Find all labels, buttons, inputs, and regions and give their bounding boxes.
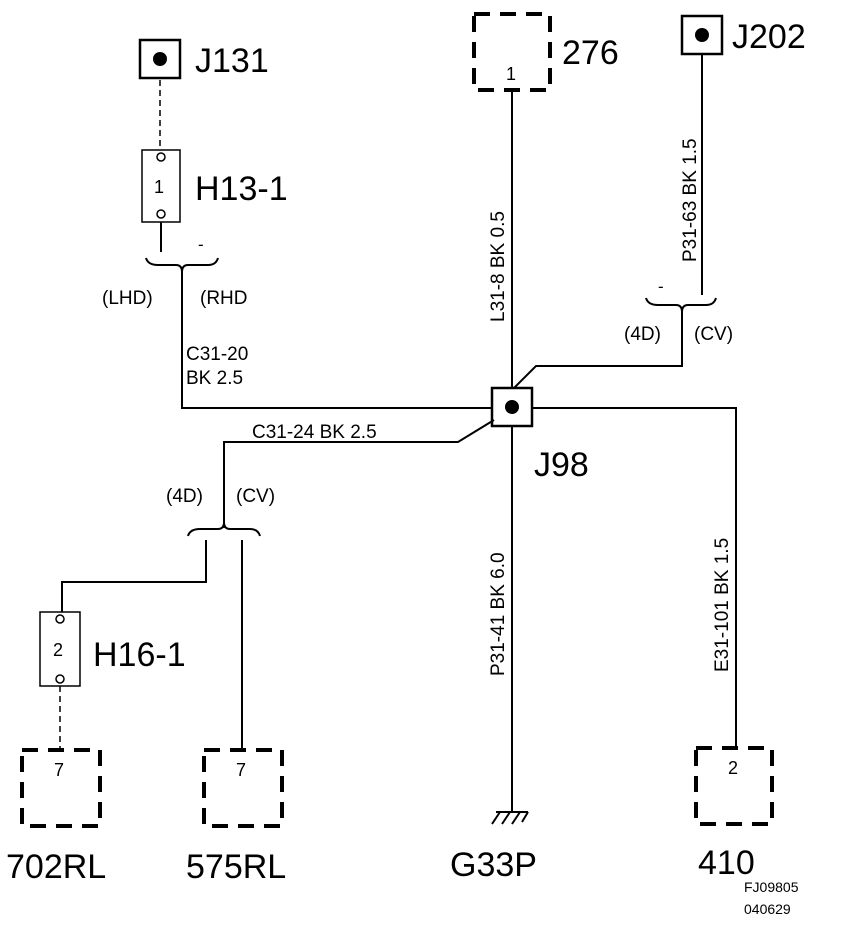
lhd-rhd-brace [145,257,219,273]
document-date: 040629 [744,901,791,917]
c31-24-label: C31-24 BK 2.5 [252,422,377,443]
e31-101-label: E31-101 BK 1.5 [712,538,733,672]
p31-63-to-j98-wire [513,312,683,389]
4d-cv-left-brace [187,521,261,537]
connector-702rl-pin: 7 [54,760,64,780]
connector-575rl-pin: 7 [236,760,246,780]
ground-icon [491,811,529,825]
connector-575rl-label: 575RL [186,848,286,886]
g33p-label: G33P [450,846,537,884]
connector-276-label: 276 [562,34,619,72]
cv-top-label: (CV) [694,324,733,345]
4d-left-label: (4D) [166,486,203,507]
c31-20-code: C31-20 [186,344,248,365]
connector-702rl-label: 702RL [6,848,106,886]
4d-top-label: (4D) [624,324,661,345]
document-code: FJ09805 [744,879,799,895]
connector-410-label: 410 [698,844,755,882]
h13-1-pin: 1 [154,177,164,197]
j131-connector[interactable] [138,38,182,80]
rhd-label: (RHD [200,288,248,309]
connector-575rl[interactable]: 7 [202,748,284,828]
j98-label: J98 [534,446,589,484]
4d-to-h16-wire [61,540,207,612]
j98-splice[interactable] [490,386,534,428]
c31-20-wire [181,272,495,409]
e31-101-wire [532,407,737,748]
connector-276[interactable]: 1 [472,12,552,92]
lhd-label: (LHD) [102,288,153,309]
j202-connector[interactable] [680,14,724,56]
j131-label: J131 [195,42,269,80]
4d-cv-top-brace [645,297,717,313]
c31-24-wire [223,419,495,528]
c31-20-spec: BK 2.5 [186,368,243,389]
p31-63-label: P31-63 BK 1.5 [680,138,701,262]
h16-1-pin: 2 [53,640,63,660]
connector-276-pin: 1 [506,64,516,84]
p31-41-label: P31-41 BK 6.0 [488,552,509,676]
connector-410[interactable]: 2 [694,746,774,826]
l31-8-label: L31-8 BK 0.5 [488,211,509,322]
j202-label: J202 [732,18,806,56]
cv-left-label: (CV) [236,486,275,507]
connector-410-pin: 2 [728,758,738,778]
h13-1-label: H13-1 [195,170,288,208]
4d-dash-mark: - [658,277,664,296]
h13-1-connector[interactable]: 1 [141,149,181,223]
rhd-dash-mark: - [198,235,204,254]
connector-702rl[interactable]: 7 [20,748,102,828]
h16-1-label: H16-1 [93,636,186,674]
h16-1-connector[interactable]: 2 [39,611,81,687]
